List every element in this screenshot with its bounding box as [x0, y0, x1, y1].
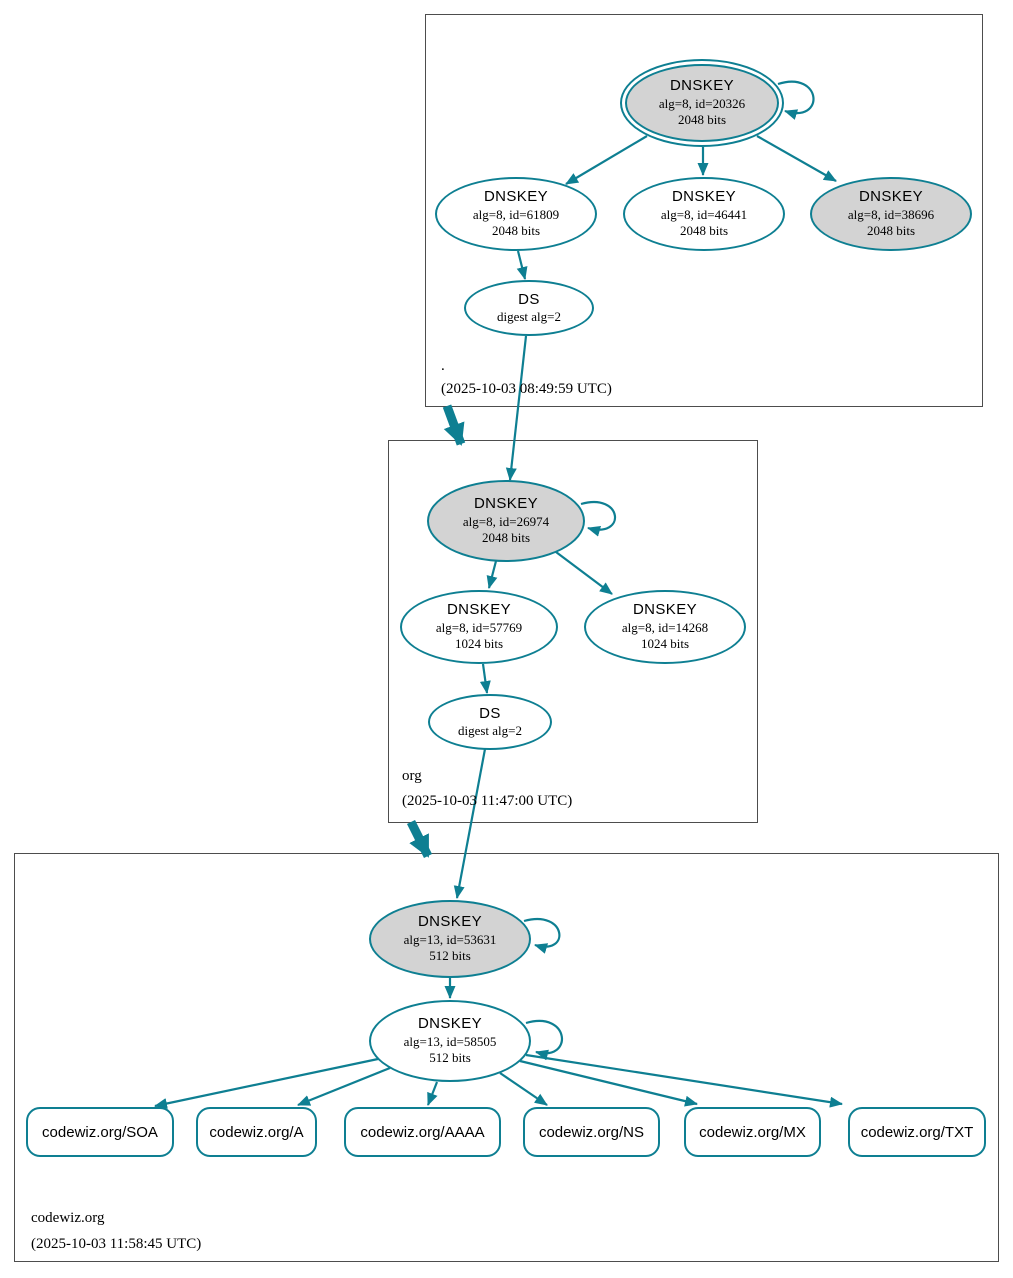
node-detail: digest alg=2 [457, 723, 523, 739]
node-ds-root: DS digest alg=2 [464, 280, 594, 336]
node-dnskey-38696: DNSKEY alg=8, id=38696 2048 bits [810, 177, 972, 251]
node-title: DNSKEY [417, 913, 483, 931]
edge-root-to-org-delegation [442, 404, 466, 446]
node-dnskey-46441: DNSKEY alg=8, id=46441 2048 bits [623, 177, 785, 251]
node-detail: alg=8, id=46441 [660, 207, 748, 223]
node-bits: 1024 bits [640, 636, 690, 652]
node-title: DNSKEY [446, 601, 512, 619]
node-dnskey-57769: DNSKEY alg=8, id=57769 1024 bits [400, 590, 558, 664]
node-detail: alg=8, id=61809 [472, 207, 560, 223]
zone-box-codewiz [14, 853, 999, 1262]
node-bits: 2048 bits [677, 112, 727, 128]
zone-box-org [388, 440, 758, 823]
edge-org-to-codewiz-delegation [406, 819, 433, 859]
node-dnskey-14268: DNSKEY alg=8, id=14268 1024 bits [584, 590, 746, 664]
rrset-codewiz-soa: codewiz.org/SOA [26, 1107, 174, 1157]
zone-box-root [425, 14, 983, 407]
node-ds-org: DS digest alg=2 [428, 694, 552, 750]
zone-timestamp-root: (2025-10-03 08:49:59 UTC) [441, 381, 612, 397]
node-title: DS [479, 704, 501, 722]
node-dnskey-20326: DNSKEY alg=8, id=20326 2048 bits [620, 59, 784, 147]
node-title: DNSKEY [669, 77, 735, 95]
zone-name-codewiz: codewiz.org [31, 1210, 105, 1226]
rrset-codewiz-aaaa: codewiz.org/AAAA [344, 1107, 501, 1157]
node-bits: 2048 bits [866, 223, 916, 239]
node-title: DNSKEY [417, 1015, 483, 1033]
node-detail: alg=8, id=14268 [621, 620, 709, 636]
node-detail: alg=13, id=58505 [403, 1034, 497, 1050]
rrset-codewiz-txt: codewiz.org/TXT [848, 1107, 986, 1157]
node-bits: 512 bits [429, 948, 471, 964]
node-title: DNSKEY [671, 188, 737, 206]
node-dnskey-26974: DNSKEY alg=8, id=26974 2048 bits [427, 480, 585, 562]
zone-name-org: org [402, 768, 422, 784]
node-title: DS [518, 290, 540, 308]
node-bits: 512 bits [429, 1050, 471, 1066]
node-detail: alg=8, id=20326 [658, 96, 746, 112]
node-dnskey-61809: DNSKEY alg=8, id=61809 2048 bits [435, 177, 597, 251]
node-title: DNSKEY [473, 495, 539, 513]
rrset-codewiz-mx: codewiz.org/MX [684, 1107, 821, 1157]
node-bits: 2048 bits [679, 223, 729, 239]
zone-timestamp-codewiz: (2025-10-03 11:58:45 UTC) [31, 1236, 202, 1252]
rrset-codewiz-ns: codewiz.org/NS [523, 1107, 660, 1157]
node-bits: 1024 bits [454, 636, 504, 652]
node-detail: digest alg=2 [496, 309, 562, 325]
rrset-codewiz-a: codewiz.org/A [196, 1107, 317, 1157]
node-detail: alg=8, id=38696 [847, 207, 935, 223]
node-dnskey-20326-inner-ring [625, 64, 779, 142]
zone-timestamp-org: (2025-10-03 11:47:00 UTC) [402, 793, 573, 809]
node-title: DNSKEY [483, 188, 549, 206]
node-dnskey-58505: DNSKEY alg=13, id=58505 512 bits [369, 1000, 531, 1082]
node-dnskey-53631: DNSKEY alg=13, id=53631 512 bits [369, 900, 531, 978]
node-detail: alg=13, id=53631 [403, 932, 497, 948]
node-detail: alg=8, id=57769 [435, 620, 523, 636]
node-title: DNSKEY [632, 601, 698, 619]
zone-name-root: . [441, 358, 445, 374]
node-bits: 2048 bits [481, 530, 531, 546]
node-bits: 2048 bits [491, 223, 541, 239]
node-detail: alg=8, id=26974 [462, 514, 550, 530]
node-title: DNSKEY [858, 188, 924, 206]
